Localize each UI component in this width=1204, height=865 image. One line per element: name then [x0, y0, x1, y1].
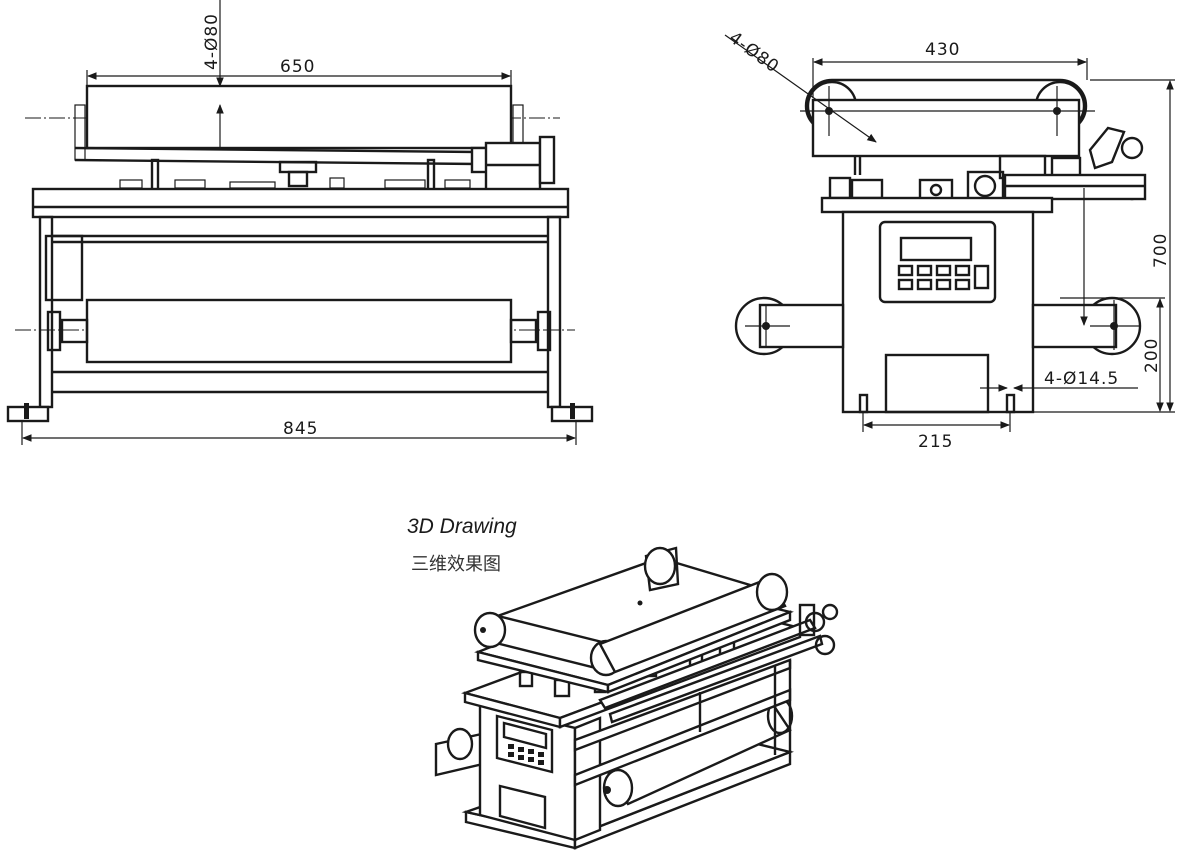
side-base-width-dim: 215 [918, 432, 953, 452]
front-total-width-dim: 845 [283, 419, 318, 439]
side-roller-dim: 4-Ø80 [725, 28, 783, 78]
drawing-3d-title: 3D Drawing [407, 515, 517, 538]
front-roller-length-dim: 650 [280, 57, 315, 77]
side-depth-dim: 430 [925, 40, 960, 60]
isometric-view [434, 546, 839, 850]
side-view: 4-Ø80 430 [724, 28, 1175, 452]
drawing-3d-subtitle: 三维效果图 [411, 554, 501, 575]
front-roller-dim: 4-Ø80 [202, 13, 222, 70]
side-height-dim: 700 [1151, 233, 1171, 268]
side-lower-height-dim: 200 [1142, 338, 1162, 373]
side-holes-dim: 4-Ø14.5 [1044, 369, 1119, 389]
front-view: 4-Ø80 650 [6, 0, 594, 445]
